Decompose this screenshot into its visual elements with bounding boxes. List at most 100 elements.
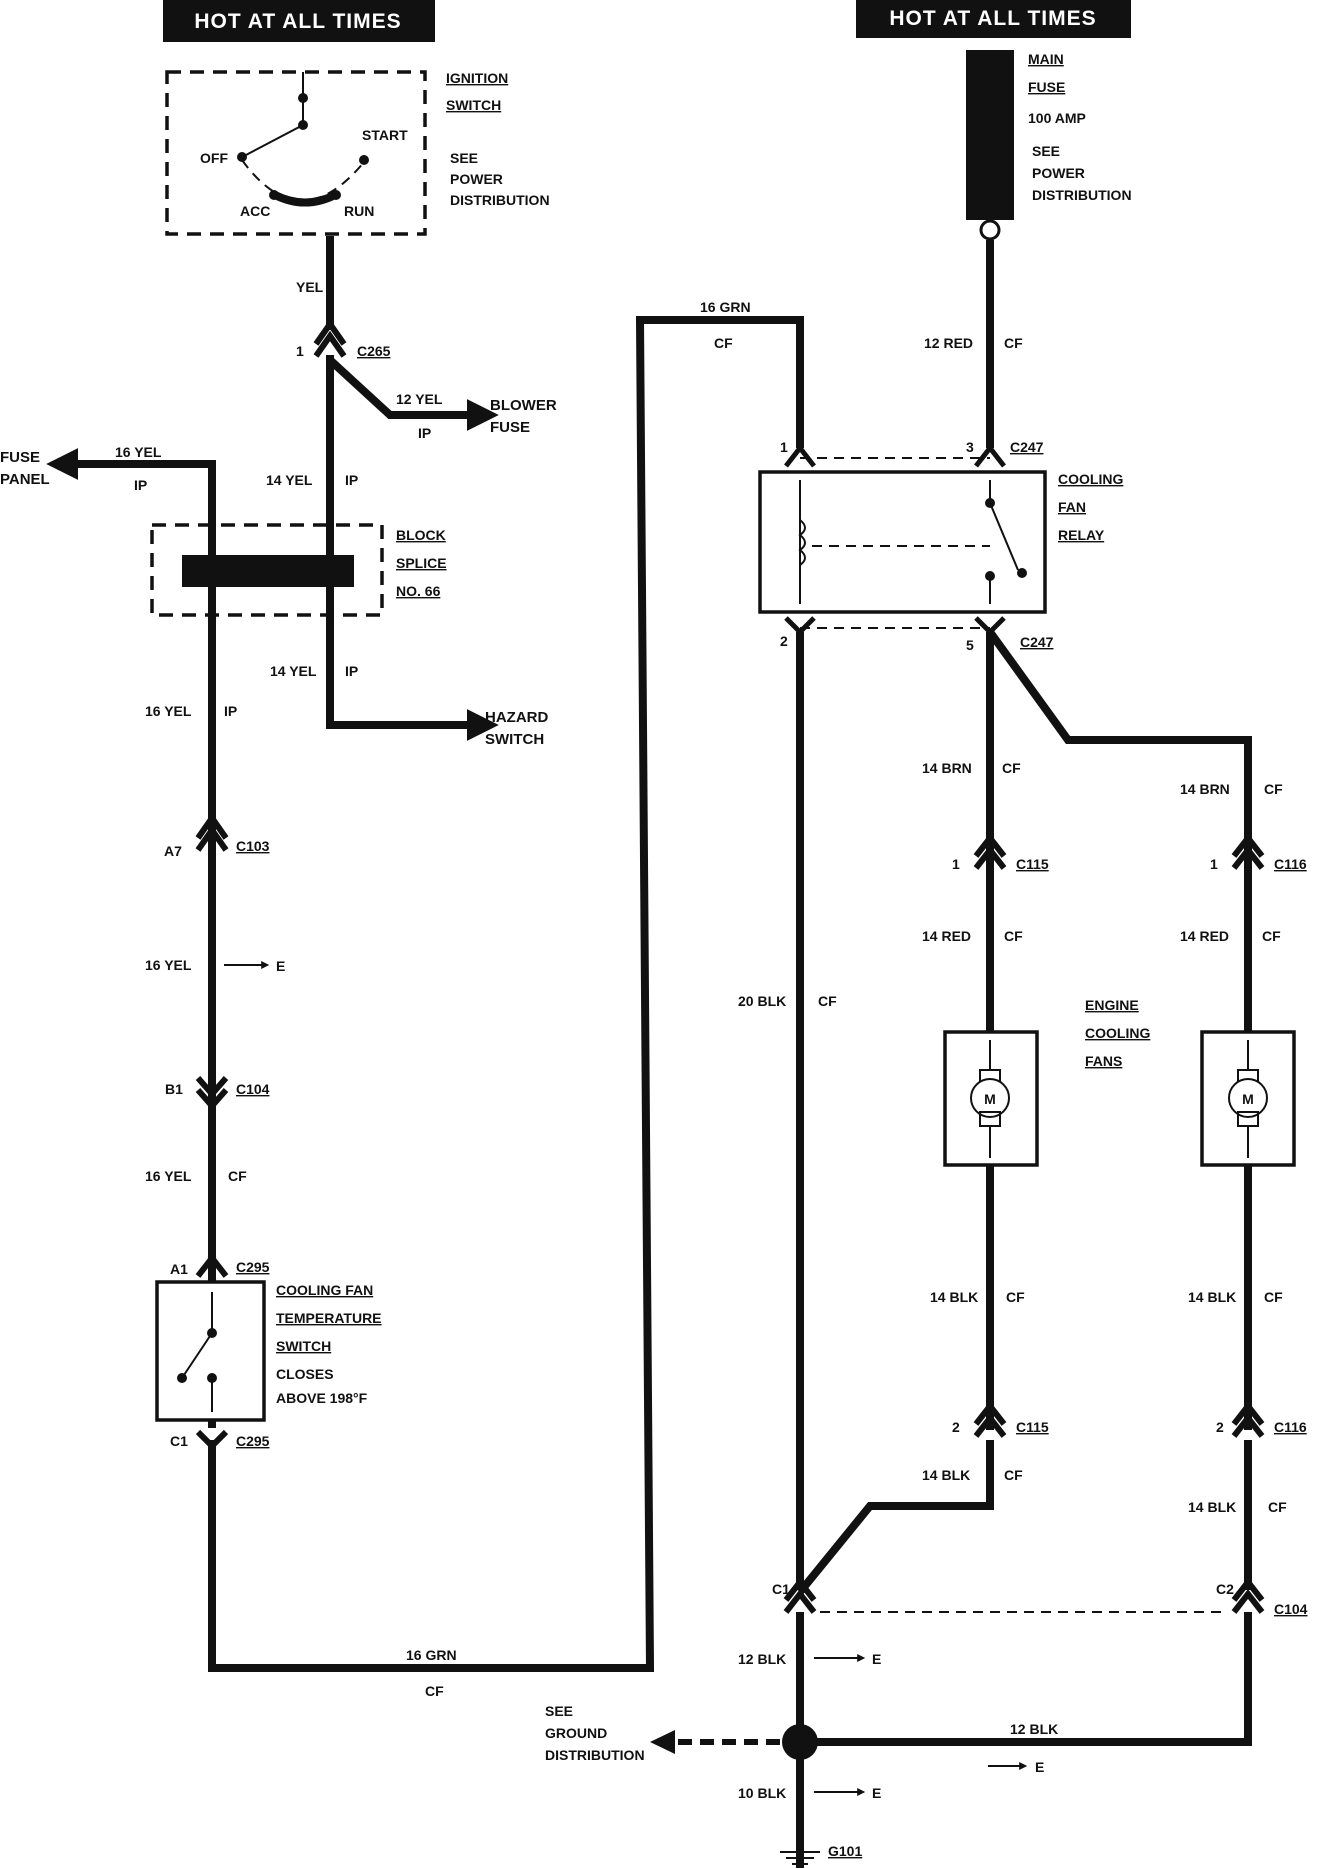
svg-text:PANEL: PANEL	[0, 471, 50, 488]
svg-text:CF: CF	[228, 1168, 247, 1184]
svg-text:SPLICE: SPLICE	[396, 555, 447, 571]
svg-text:CF: CF	[818, 993, 837, 1009]
svg-text:BLOWER: BLOWER	[490, 397, 557, 414]
svg-text:5: 5	[966, 637, 974, 653]
svg-text:IP: IP	[345, 663, 358, 679]
svg-text:SWITCH: SWITCH	[276, 1338, 331, 1354]
svg-text:C295: C295	[236, 1433, 270, 1449]
svg-text:2: 2	[952, 1419, 960, 1435]
svg-text:14 YEL: 14 YEL	[270, 663, 317, 679]
svg-text:100 AMP: 100 AMP	[1028, 110, 1086, 126]
svg-text:CF: CF	[714, 335, 733, 351]
svg-text:16 YEL: 16 YEL	[145, 1168, 192, 1184]
svg-text:DISTRIBUTION: DISTRIBUTION	[1032, 187, 1132, 203]
svg-text:HOT AT ALL TIMES: HOT AT ALL TIMES	[194, 10, 401, 33]
svg-text:CF: CF	[1004, 335, 1023, 351]
svg-text:C116: C116	[1274, 856, 1307, 872]
svg-text:C1: C1	[170, 1433, 188, 1449]
svg-text:FUSE: FUSE	[1028, 79, 1065, 95]
svg-text:SEE: SEE	[1032, 143, 1060, 159]
cooling-fan-relay: 1 3 C247 2 5 C247 COOLING FAN RELAY	[758, 439, 1123, 653]
svg-text:M: M	[984, 1091, 996, 1107]
svg-text:2: 2	[204, 560, 216, 585]
svg-text:ACC: ACC	[240, 203, 270, 219]
svg-text:14 BLK: 14 BLK	[930, 1289, 978, 1305]
svg-text:RELAY: RELAY	[1058, 527, 1105, 543]
svg-text:14 RED: 14 RED	[1180, 928, 1229, 944]
svg-text:CF: CF	[1002, 760, 1021, 776]
svg-text:C103: C103	[236, 838, 270, 854]
svg-text:NO. 66: NO. 66	[396, 583, 441, 599]
svg-text:C247: C247	[1020, 634, 1054, 650]
svg-text:G101: G101	[828, 1843, 862, 1859]
svg-text:C1: C1	[772, 1581, 790, 1597]
svg-text:16 GRN: 16 GRN	[406, 1647, 457, 1663]
cooling-fan-temperature-switch: C1 C295 COOLING FAN TEMPERATURE SWITCH C…	[155, 1280, 382, 1451]
svg-text:14 BLK: 14 BLK	[1188, 1499, 1236, 1515]
svg-text:E: E	[276, 958, 285, 974]
svg-text:GROUND: GROUND	[545, 1725, 607, 1741]
svg-text:ABOVE 198°F: ABOVE 198°F	[276, 1390, 368, 1406]
svg-text:A7: A7	[164, 843, 182, 859]
svg-text:20 BLK: 20 BLK	[738, 993, 786, 1009]
svg-text:16 YEL: 16 YEL	[145, 957, 192, 973]
svg-text:IP: IP	[418, 425, 431, 441]
svg-text:IGNITION: IGNITION	[446, 70, 508, 86]
svg-text:C115: C115	[1016, 856, 1049, 872]
svg-text:M: M	[1242, 1091, 1254, 1107]
svg-text:14 BRN: 14 BRN	[1180, 781, 1230, 797]
fan-1-circuit: 14 BRN CF 1 C115 14 RED CF M 14 BLK CF 2…	[796, 632, 1049, 1595]
svg-text:SWITCH: SWITCH	[446, 97, 501, 113]
svg-text:COOLING FAN: COOLING FAN	[276, 1282, 373, 1298]
fans-title-0: ENGINE	[1085, 997, 1139, 1013]
ground-circuit: 20 BLK CF C1 12 BLK E 12 BLK E A SEE GRO…	[545, 632, 1252, 1868]
svg-text:14 BLK: 14 BLK	[922, 1467, 970, 1483]
svg-text:HAZARD: HAZARD	[485, 709, 548, 726]
svg-text:CF: CF	[1264, 1289, 1283, 1305]
svg-text:HOT AT ALL TIMES: HOT AT ALL TIMES	[889, 7, 1096, 30]
svg-text:B1: B1	[165, 1081, 183, 1097]
svg-text:14 YEL: 14 YEL	[266, 472, 313, 488]
banner-left: HOT AT ALL TIMES	[163, 0, 435, 42]
green-wire-loop: 16 GRN CF 16 GRN CF	[208, 299, 804, 1699]
svg-text:E: E	[1035, 1759, 1044, 1775]
svg-text:CF: CF	[1006, 1289, 1025, 1305]
svg-text:CLOSES: CLOSES	[276, 1366, 334, 1382]
svg-text:A: A	[794, 1733, 807, 1753]
svg-text:1: 1	[780, 439, 788, 455]
svg-text:E: E	[872, 1785, 881, 1801]
svg-text:POWER: POWER	[1032, 165, 1085, 181]
svg-text:YEL: YEL	[296, 279, 324, 295]
svg-text:CF: CF	[1262, 928, 1281, 944]
svg-text:14 BLK: 14 BLK	[1188, 1289, 1236, 1305]
svg-text:12 YEL: 12 YEL	[396, 391, 443, 407]
svg-text:DISTRIBUTION: DISTRIBUTION	[450, 192, 550, 208]
svg-text:12 BLK: 12 BLK	[1010, 1721, 1058, 1737]
svg-text:C265: C265	[357, 343, 391, 359]
svg-text:12 RED: 12 RED	[924, 335, 973, 351]
svg-text:FUSE: FUSE	[490, 419, 530, 436]
svg-text:CF: CF	[1004, 928, 1023, 944]
svg-text:CF: CF	[1268, 1499, 1287, 1515]
svg-text:3: 3	[966, 439, 974, 455]
fans-title-1: COOLING	[1085, 1025, 1150, 1041]
ignition-switch: OFF START ACC RUN IGNITION SWITCH SEE PO…	[165, 70, 550, 236]
svg-text:SWITCH: SWITCH	[485, 731, 544, 748]
svg-text:1: 1	[1210, 856, 1218, 872]
svg-text:CF: CF	[1264, 781, 1283, 797]
svg-text:TEMPERATURE: TEMPERATURE	[276, 1310, 382, 1326]
svg-text:2: 2	[1216, 1419, 1224, 1435]
svg-text:10 BLK: 10 BLK	[738, 1785, 786, 1801]
svg-text:COOLING: COOLING	[1058, 471, 1123, 487]
svg-text:A1: A1	[170, 1261, 188, 1277]
svg-text:1: 1	[952, 856, 960, 872]
fan-2-circuit: 14 BRN CF 1 C116 14 RED CF M 14 BLK CF 2…	[986, 629, 1308, 1617]
svg-text:CF: CF	[425, 1683, 444, 1699]
svg-text:C115: C115	[1016, 1419, 1049, 1435]
svg-text:2: 2	[780, 633, 788, 649]
svg-text:BLOCK: BLOCK	[396, 527, 446, 543]
svg-text:DISTRIBUTION: DISTRIBUTION	[545, 1747, 645, 1763]
svg-text:14 BRN: 14 BRN	[922, 760, 972, 776]
svg-text:C116: C116	[1274, 1419, 1307, 1435]
svg-text:E: E	[872, 1651, 881, 1667]
